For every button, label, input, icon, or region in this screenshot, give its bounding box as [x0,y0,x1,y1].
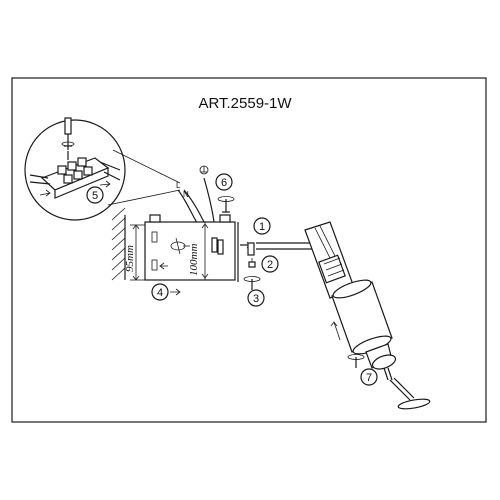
lamp-arm [256,242,312,250]
svg-text:3: 3 [253,293,259,305]
svg-text:2: 2 [267,259,273,271]
wire-label-neutral: N [183,190,189,199]
arm-base [247,242,255,256]
detail-leader-bottom [107,189,181,206]
diagram-frame [11,77,487,423]
svg-text:5: 5 [92,190,98,202]
terminal-detail [24,117,181,221]
height-dimension: 95mm [124,224,145,281]
callout-1: 1 [253,217,271,235]
screwdriver-icon [61,117,75,160]
svg-text:6: 6 [221,177,227,189]
svg-text:1: 1 [259,221,265,233]
svg-text:7: 7 [366,372,372,384]
plate-screw-icon [170,237,190,255]
lamp-head [304,221,431,410]
detail-arrow-left [39,189,51,197]
terminal-block [29,157,121,199]
height-label: 95mm [124,245,136,272]
callout-7: 7 [360,368,378,386]
earth-icon [199,165,209,175]
callout-5: 5 [86,186,104,204]
svg-text:4: 4 [157,287,163,299]
detail-arrow-right [99,180,111,188]
end-disc [397,398,431,410]
mounting-plate: 100mm [144,214,236,281]
wall-hatch [111,207,126,281]
nut-2 [248,261,256,268]
callout-4: 4 [151,283,181,301]
callout-3: 3 [247,289,265,307]
diagram-title: ART.2559-1W [198,95,292,112]
detail-leader-top [112,149,181,184]
width-label: 100mm [188,244,200,276]
detail-circle [24,119,126,221]
screw-6 [217,196,235,213]
fixing-screws [240,241,261,290]
wire-label-live: L [176,181,181,190]
callout-2: 2 [261,255,279,273]
screw-3 [243,276,261,290]
screw-7 [347,354,365,368]
callout-6: 6 [215,173,233,191]
